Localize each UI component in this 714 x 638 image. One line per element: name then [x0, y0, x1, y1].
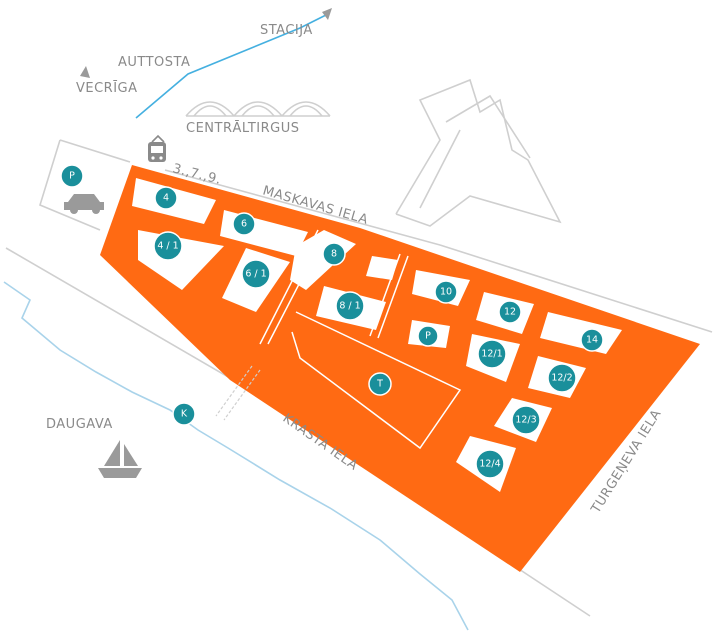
label-auttosta: AUTTOSTA — [118, 55, 190, 70]
marker-building-12-1[interactable]: 12/1 — [477, 339, 507, 369]
svg-text:12/3: 12/3 — [515, 415, 536, 426]
svg-text:6: 6 — [241, 219, 247, 230]
area-paths — [259, 229, 462, 450]
market-area — [100, 165, 700, 572]
svg-text:10: 10 — [440, 287, 452, 298]
road-north-inner — [419, 94, 531, 209]
marker-parking-north[interactable]: P — [60, 164, 84, 188]
label-vecriga: VECRĪGA — [76, 81, 138, 96]
road-grid — [39, 139, 713, 333]
svg-text:12/2: 12/2 — [551, 373, 572, 384]
marker-building-t[interactable]: T — [368, 372, 392, 396]
river-bank — [3, 281, 469, 631]
svg-text:T: T — [376, 379, 383, 390]
marker-building-12[interactable]: 12 — [498, 300, 522, 324]
svg-text:12: 12 — [504, 307, 516, 318]
marker-parking-central[interactable]: P — [417, 325, 439, 347]
marker-building-12-3[interactable]: 12/3 — [511, 405, 541, 435]
tram-icon — [148, 134, 166, 162]
marker-building-6-1[interactable]: 6 / 1 — [241, 259, 271, 289]
label-stacija: STACIJA — [260, 23, 313, 38]
marker-building-4[interactable]: 4 — [154, 186, 178, 210]
marker-building-14[interactable]: 14 — [580, 328, 604, 352]
marker-building-4-1[interactable]: 4 / 1 — [153, 231, 183, 261]
marker-building-8-1[interactable]: 8 / 1 — [335, 291, 365, 321]
svg-text:4: 4 — [163, 193, 169, 204]
footbridge — [215, 365, 261, 421]
svg-text:12/1: 12/1 — [481, 349, 502, 360]
sailboat-icon — [98, 440, 142, 478]
svg-text:P: P — [425, 331, 431, 342]
marker-building-8[interactable]: 8 — [322, 242, 346, 266]
road-north — [395, 78, 562, 227]
svg-text:14: 14 — [586, 335, 598, 346]
svg-text:12/4: 12/4 — [479, 459, 500, 470]
svg-text:4 / 1: 4 / 1 — [157, 241, 178, 252]
svg-text:8: 8 — [331, 249, 337, 260]
direction-arrow-icon — [80, 8, 332, 78]
railway — [135, 13, 329, 119]
svg-text:K: K — [181, 409, 188, 420]
marker-building-12-2[interactable]: 12/2 — [547, 363, 577, 393]
car-icon — [64, 194, 104, 214]
market-hall-icon — [185, 101, 331, 117]
marker-k[interactable]: K — [172, 402, 196, 426]
label-daugava: DAUGAVA — [46, 417, 113, 432]
marker-building-10[interactable]: 10 — [434, 280, 458, 304]
label-centraltirgus: CENTRĀLTIRGUS — [186, 121, 299, 136]
svg-text:8 / 1: 8 / 1 — [339, 301, 360, 312]
svg-text:P: P — [69, 171, 75, 182]
svg-text:6 / 1: 6 / 1 — [245, 269, 266, 280]
marker-building-6[interactable]: 6 — [232, 212, 256, 236]
marker-building-12-4[interactable]: 12/4 — [475, 449, 505, 479]
